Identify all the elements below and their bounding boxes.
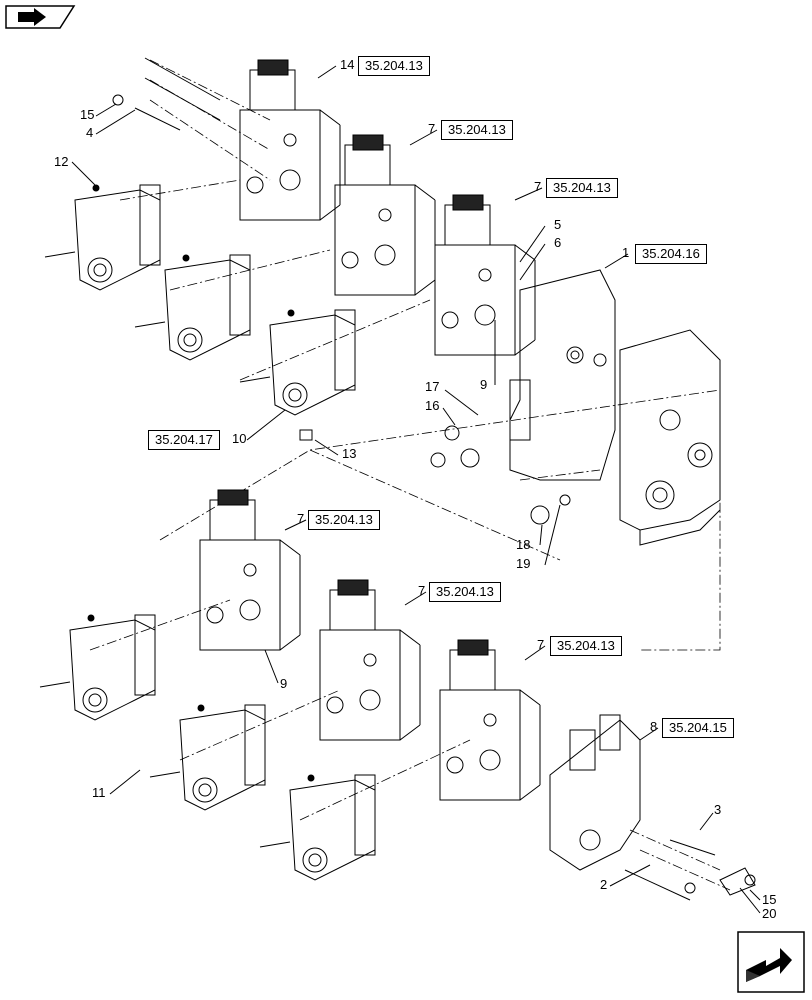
callout-7: 7	[418, 583, 426, 598]
callout-17: 17	[425, 379, 440, 394]
reference-link-35-204-16[interactable]: 35.204.16	[635, 244, 707, 264]
next-page-arrow-icon[interactable]	[736, 930, 806, 994]
reference-link-35-204-13[interactable]: 35.204.13	[550, 636, 622, 656]
callout-19: 19	[516, 556, 531, 571]
reference-link-35-204-13[interactable]: 35.204.13	[429, 582, 501, 602]
callout-9: 9	[280, 676, 288, 691]
callout-7: 7	[297, 511, 305, 526]
callout-3: 3	[714, 802, 722, 817]
callout-6: 6	[554, 235, 562, 250]
callout-15: 15	[80, 107, 95, 122]
callout-11: 11	[92, 785, 106, 800]
arrow-right-icon[interactable]	[4, 4, 76, 30]
reference-link-35-204-17[interactable]: 35.204.17	[148, 430, 220, 450]
reference-link-35-204-13[interactable]: 35.204.13	[546, 178, 618, 198]
callout-8: 8	[650, 719, 658, 734]
callout-15: 15	[762, 892, 777, 907]
reference-link-35-204-13[interactable]: 35.204.13	[441, 120, 513, 140]
callout-7: 7	[428, 121, 436, 136]
callout-20: 20	[762, 906, 777, 921]
callout-7: 7	[537, 637, 545, 652]
callout-13: 13	[342, 446, 357, 461]
reference-link-35-204-13[interactable]: 35.204.13	[308, 510, 380, 530]
callout-16: 16	[425, 398, 440, 413]
callout-1: 1	[622, 245, 630, 260]
callout-5: 5	[554, 217, 562, 232]
reference-link-35-204-13[interactable]: 35.204.13	[358, 56, 430, 76]
callout-18: 18	[516, 537, 531, 552]
callout-14: 14	[340, 57, 355, 72]
callout-2: 2	[600, 877, 608, 892]
reference-link-35-204-15[interactable]: 35.204.15	[662, 718, 734, 738]
callout-4: 4	[86, 125, 94, 140]
callout-12: 12	[54, 154, 69, 169]
callout-7: 7	[534, 179, 542, 194]
callout-10: 10	[232, 431, 247, 446]
callout-9: 9	[480, 377, 488, 392]
